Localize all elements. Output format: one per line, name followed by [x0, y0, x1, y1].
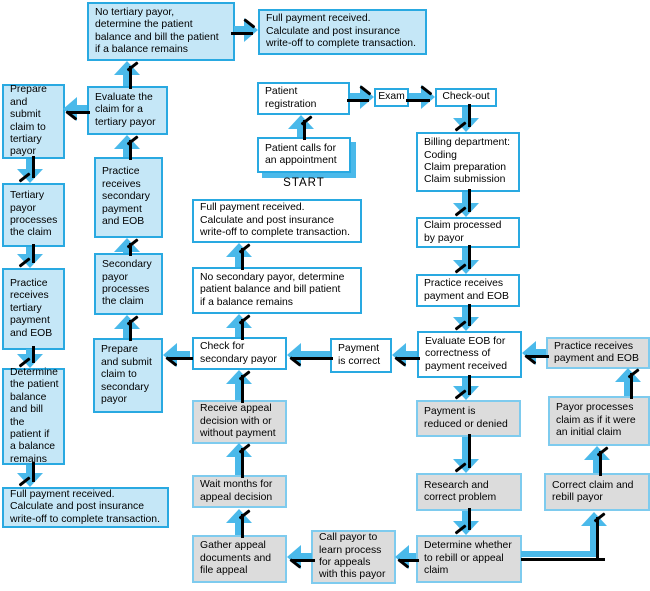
arrow-registration-to-exam-icon: [347, 85, 374, 109]
arrow-call-payor-to-gather-icon: [287, 545, 315, 569]
node-patient-calls-start: Patient calls for an appointment: [257, 137, 351, 173]
arrow-correct-rebill-to-payor-processes-icon: [584, 446, 610, 476]
node-determine-patient-balance: Determine the patient balance and bill t…: [2, 367, 65, 465]
node-evaluate-eob: Evaluate EOB for correctness of payment …: [417, 331, 522, 378]
node-check-secondary-payor: Check for secondary payor: [192, 337, 287, 370]
node-secondary-payor-processes: Secondary payor processes the claim: [94, 253, 163, 315]
arrow-check-to-prepare-secondary-icon: [163, 343, 193, 367]
node-determine-rebill-appeal: Determine whether to rebill or appeal cl…: [416, 535, 522, 583]
arrow-prepare-secondary-to-processes-icon: [114, 315, 140, 341]
arrow-secondary-processes-to-practice-icon: [114, 238, 140, 256]
arrow-determine-to-call-payor-icon: [395, 545, 419, 569]
node-tertiary-payor-processes: Tertiary payor processes the claim: [2, 183, 65, 247]
node-check-out: Check-out: [435, 88, 497, 107]
node-gather-appeal-documents: Gather appeal documents and file appeal: [192, 535, 287, 583]
arrow-no-tertiary-to-full-payment-icon: [231, 18, 258, 42]
arrow-determine-to-correct-rebill-icon: [581, 512, 607, 560]
node-no-secondary-payor: No secondary payor, determine patient ba…: [192, 267, 362, 314]
node-prepare-submit-secondary: Prepare and submit claim to secondary pa…: [93, 338, 163, 413]
node-research-correct-problem: Research and correct problem: [416, 473, 522, 511]
arrow-research-to-determine-rebill-icon: [453, 508, 479, 535]
node-prepare-submit-tertiary: Prepare and submit claim to tertiary pay…: [2, 84, 65, 159]
node-practice-receives-tertiary: Practice receives tertiary payment and E…: [2, 268, 65, 350]
node-no-tertiary-payor: No tertiary payor, determine the patient…: [87, 2, 235, 61]
arrow-evaluate-eob-to-payment-correct-icon: [392, 343, 420, 367]
arrow-wait-to-receive-appeal-icon: [226, 443, 252, 478]
arrow-evaluate-to-no-tertiary-icon: [114, 61, 140, 89]
node-payor-processes-initial: Payor processes claim as if it were an i…: [548, 396, 650, 446]
arrow-prepare-to-tertiary-processes-icon: [17, 156, 43, 183]
node-payment-correct: Payment is correct: [330, 338, 392, 373]
arrow-payment-correct-to-check-icon: [287, 343, 333, 367]
arrow-tertiary-processes-to-practice-icon: [17, 244, 43, 268]
arrow-billing-to-claim-processed-icon: [453, 189, 479, 217]
node-full-payment-left: Full payment received. Calculate and pos…: [2, 487, 169, 528]
connector-rebill-horizontal: [521, 551, 596, 557]
node-patient-registration: Patient registration: [257, 82, 350, 115]
arrow-practice-gray-to-evaluate-eob-icon: [522, 341, 549, 365]
arrow-claim-processed-to-practice-icon: [453, 245, 479, 274]
node-call-payor-appeals: Call payor to learn process for appeals …: [311, 530, 396, 584]
node-receive-appeal-decision: Receive appeal decision with or without …: [192, 400, 287, 444]
arrow-evaluate-eob-to-payment-reduced-icon: [453, 375, 479, 400]
node-practice-receives-secondary: Practice receives secondary payment and …: [94, 157, 163, 238]
arrow-payment-reduced-to-research-icon: [453, 434, 479, 473]
node-billing-department: Billing department: Coding Claim prepara…: [416, 132, 520, 192]
connector-rebill-horizontal-line: [521, 558, 605, 561]
arrow-checkout-to-billing-icon: [453, 104, 479, 132]
arrow-evaluate-to-prepare-tertiary-icon: [63, 97, 90, 121]
node-practice-receives-payment: Practice receives payment and EOB: [416, 274, 520, 307]
arrow-gather-to-wait-icon: [226, 509, 252, 538]
node-claim-processed: Claim processed by payor: [416, 217, 520, 248]
node-payment-reduced-denied: Payment is reduced or denied: [416, 400, 521, 437]
start-label: START: [283, 177, 325, 189]
node-full-payment-top: Full payment received. Calculate and pos…: [258, 9, 427, 55]
node-exam: Exam: [374, 88, 409, 107]
arrow-receive-appeal-to-check-icon: [226, 370, 252, 403]
arrow-payor-processes-to-practice-gray-icon: [615, 368, 641, 399]
arrow-no-secondary-to-full-payment-icon: [226, 243, 252, 270]
arrow-practice-to-evaluate-eob-icon: [453, 304, 479, 331]
arrow-check-to-no-secondary-icon: [226, 314, 252, 340]
node-practice-receives-gray: Practice receives payment and EOB: [546, 337, 650, 369]
arrow-practice-secondary-to-evaluate-icon: [114, 135, 140, 160]
arrow-determine-to-full-payment-icon: [17, 462, 43, 487]
arrow-exam-to-checkout-icon: [406, 85, 435, 109]
node-wait-months-appeal: Wait months for appeal decision: [192, 475, 287, 508]
arrow-practice-tertiary-to-determine-icon: [17, 346, 43, 368]
node-evaluate-claim-tertiary: Evaluate the claim for a tertiary payor: [87, 86, 168, 135]
node-correct-claim-rebill: Correct claim and rebill payor: [544, 473, 650, 511]
arrow-patient-calls-to-registration-icon: [288, 115, 314, 140]
node-full-payment-center: Full payment received. Calculate and pos…: [192, 199, 362, 243]
